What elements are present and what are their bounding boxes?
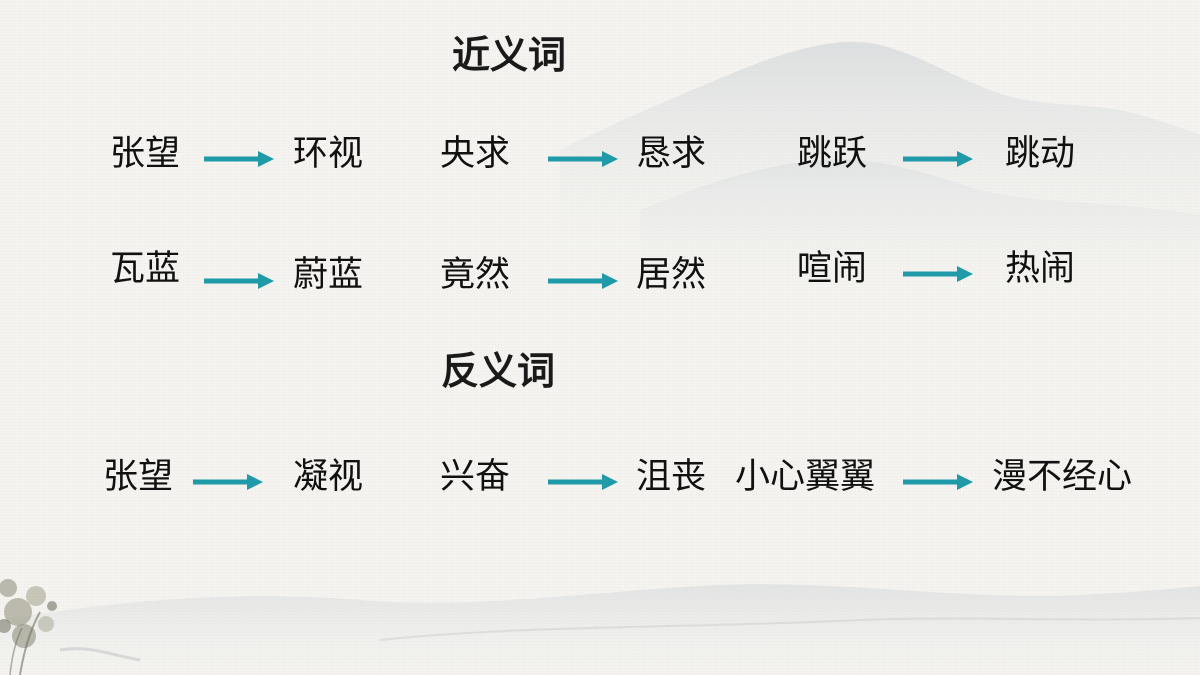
arrow-right-icon	[903, 151, 973, 167]
arrow-right-icon	[204, 273, 274, 289]
synonym-from-3: 跳跃	[797, 134, 868, 174]
antonym-to-2: 沮丧	[636, 457, 707, 497]
antonyms-title: 反义词	[441, 349, 556, 393]
synonym-from-1: 张望	[110, 134, 181, 174]
ink-mountain-decoration	[0, 41, 1200, 675]
arrow-right-icon	[903, 474, 973, 490]
antonym-from-2: 兴奋	[440, 457, 511, 497]
synonym-to-5: 居然	[636, 255, 707, 295]
synonym-from-5: 竟然	[440, 255, 511, 295]
antonym-from-1: 张望	[103, 457, 174, 497]
synonym-to-4: 蔚蓝	[293, 255, 364, 295]
antonym-to-3: 漫不经心	[992, 457, 1133, 497]
ink-plant-decoration	[0, 579, 141, 675]
arrow-right-icon	[193, 474, 263, 490]
synonym-from-4: 瓦蓝	[110, 249, 181, 289]
synonyms-title: 近义词	[452, 33, 567, 77]
antonym-to-1: 凝视	[293, 457, 364, 497]
synonym-from-2: 央求	[440, 134, 511, 174]
synonym-to-2: 恳求	[636, 134, 707, 174]
arrow-right-icon	[903, 266, 973, 282]
synonym-to-1: 环视	[293, 134, 364, 174]
synonym-from-6: 喧闹	[797, 249, 868, 289]
synonym-to-6: 热闹	[1005, 249, 1076, 289]
arrow-right-icon	[204, 151, 274, 167]
arrow-right-icon	[548, 474, 618, 490]
antonym-from-3: 小心翼翼	[735, 457, 876, 497]
arrow-right-icon	[548, 273, 618, 289]
synonym-to-3: 跳动	[1005, 134, 1076, 174]
arrow-right-icon	[548, 151, 618, 167]
